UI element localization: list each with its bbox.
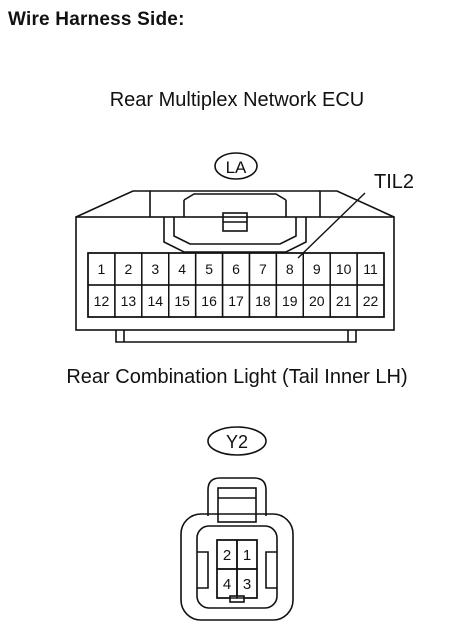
light-connector-code: Y2 (226, 432, 248, 452)
ecu-pin-number: 14 (147, 293, 163, 309)
ecu-connector-code: LA (226, 158, 247, 177)
light-caption: Rear Combination Light (Tail Inner LH) (66, 366, 408, 388)
ecu-pin-number: 15 (174, 293, 190, 309)
ecu-pin-number: 11 (363, 261, 378, 277)
ecu-connector-body (75, 216, 395, 331)
ecu-pin-number: 12 (94, 293, 110, 309)
ecu-pin-number: 13 (121, 293, 137, 309)
ecu-pin-number: 3 (151, 261, 159, 277)
ecu-pin-number: 10 (336, 261, 352, 277)
ecu-pin-number: 6 (232, 261, 240, 277)
light-connector-code-oval (207, 426, 267, 456)
ecu-callout-leader (297, 192, 366, 259)
light-connector-body (180, 513, 294, 621)
ecu-pin-number: 8 (286, 261, 294, 277)
ecu-connector-latch-housing (163, 217, 307, 253)
light-pin-number: 2 (223, 547, 231, 564)
ecu-pin-number: 2 (124, 261, 132, 277)
light-pin-cell (236, 568, 258, 599)
light-pin-number: 4 (223, 576, 231, 593)
ecu-pin-number: 21 (336, 293, 352, 309)
ecu-connector-right-chamfer (319, 190, 395, 218)
ecu-pin-number: 4 (178, 261, 186, 277)
ecu-pin-number: 16 (201, 293, 217, 309)
ecu-pin-number: 7 (259, 261, 267, 277)
ecu-connector-left-chamfer (75, 190, 151, 218)
ecu-pin-number: 20 (309, 293, 325, 309)
light-pin-number: 1 (243, 547, 251, 564)
ecu-pin-number: 9 (313, 261, 321, 277)
ecu-pin-number: 22 (363, 293, 379, 309)
light-connector-latch (207, 477, 267, 516)
light-pin-number: 3 (243, 576, 251, 593)
ecu-connector-code-oval (214, 152, 258, 180)
ecu-pin-number: 5 (205, 261, 213, 277)
ecu-connector (75, 152, 395, 343)
heading: Wire Harness Side: (8, 9, 185, 30)
ecu-callout-label: TIL2 (374, 171, 414, 193)
ecu-pin-cell (356, 284, 385, 318)
ecu-pin-number: 17 (228, 293, 244, 309)
ecu-pin-number: 18 (255, 293, 271, 309)
ecu-caption: Rear Multiplex Network ECU (109, 89, 365, 111)
ecu-pin-number: 1 (98, 261, 106, 277)
ecu-pin-number: 19 (282, 293, 298, 309)
